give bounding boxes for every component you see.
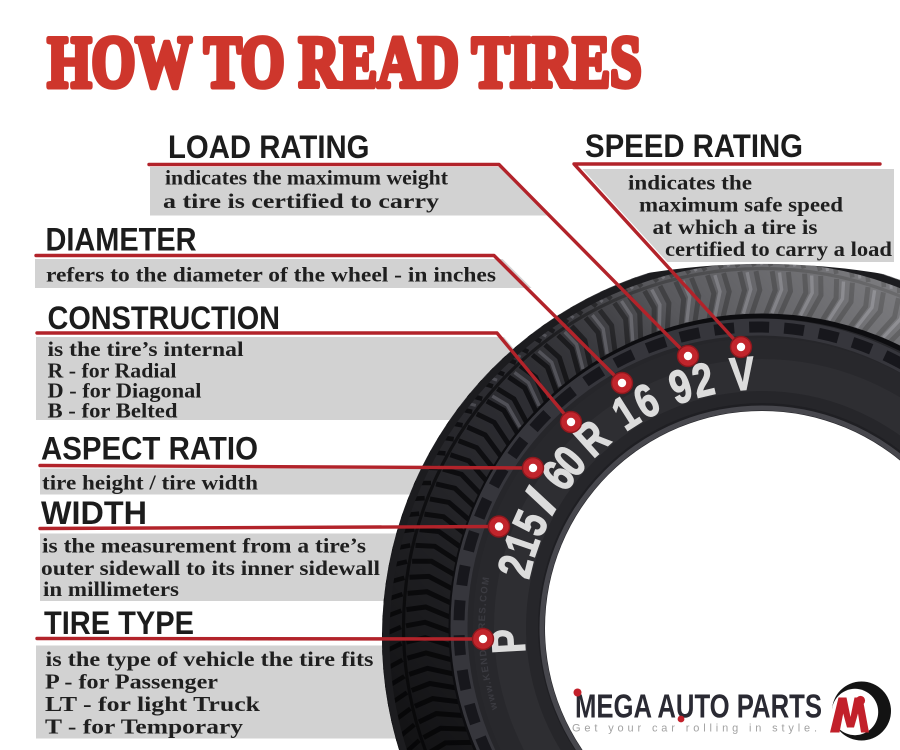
svg-text:P - for Passenger: P - for Passenger (45, 670, 218, 694)
svg-text:DIAMETER: DIAMETER (46, 222, 197, 258)
svg-text:at which a tire is: at which a tire is (653, 215, 818, 239)
svg-text:B - for Belted: B - for Belted (48, 399, 178, 423)
svg-text:tire height / tire width: tire height / tire width (42, 471, 258, 495)
svg-text:D - for Diagonal: D - for Diagonal (48, 379, 202, 403)
svg-text:LT - for light Truck: LT - for light Truck (45, 692, 260, 716)
svg-text:Get your car rolling in style.: Get your car rolling in style. (572, 723, 821, 735)
svg-text:indicates the: indicates the (628, 171, 752, 195)
svg-text:SPEED RATING: SPEED RATING (585, 128, 803, 164)
svg-text:is the type of vehicle the tir: is the type of vehicle the tire fits (46, 647, 374, 671)
svg-text:in millimeters: in millimeters (43, 577, 179, 601)
svg-text:R - for Radial: R - for Radial (48, 359, 177, 383)
svg-text:MEGA AUTO PARTS: MEGA AUTO PARTS (575, 688, 822, 725)
svg-text:WIDTH: WIDTH (41, 495, 147, 531)
svg-text:T - for Temporary: T - for Temporary (45, 715, 244, 739)
svg-text:maximum safe speed: maximum safe speed (639, 193, 843, 217)
svg-text:ASPECT RATIO: ASPECT RATIO (41, 431, 258, 467)
svg-text:certified to carry a load: certified to carry a load (665, 237, 892, 261)
svg-text:indicates the maximum weight: indicates the maximum weight (165, 166, 448, 190)
svg-text:TIRE TYPE: TIRE TYPE (44, 605, 194, 641)
svg-text:outer sidewall to its inner si: outer sidewall to its inner sidewall (41, 556, 380, 580)
svg-text:refers to the diameter of the: refers to the diameter of the wheel - in… (46, 263, 496, 287)
svg-text:CONSTRUCTION: CONSTRUCTION (48, 300, 281, 336)
svg-text:a tire is certified to carry: a tire is certified to carry (163, 189, 440, 213)
svg-text:is the measurement from a tire: is the measurement from a tire’s (42, 534, 366, 558)
svg-text:LOAD RATING: LOAD RATING (168, 129, 370, 165)
svg-text:is the tire’s internal: is the tire’s internal (48, 337, 244, 361)
svg-text:HOW TO READ TIRES: HOW TO READ TIRES (48, 22, 642, 103)
